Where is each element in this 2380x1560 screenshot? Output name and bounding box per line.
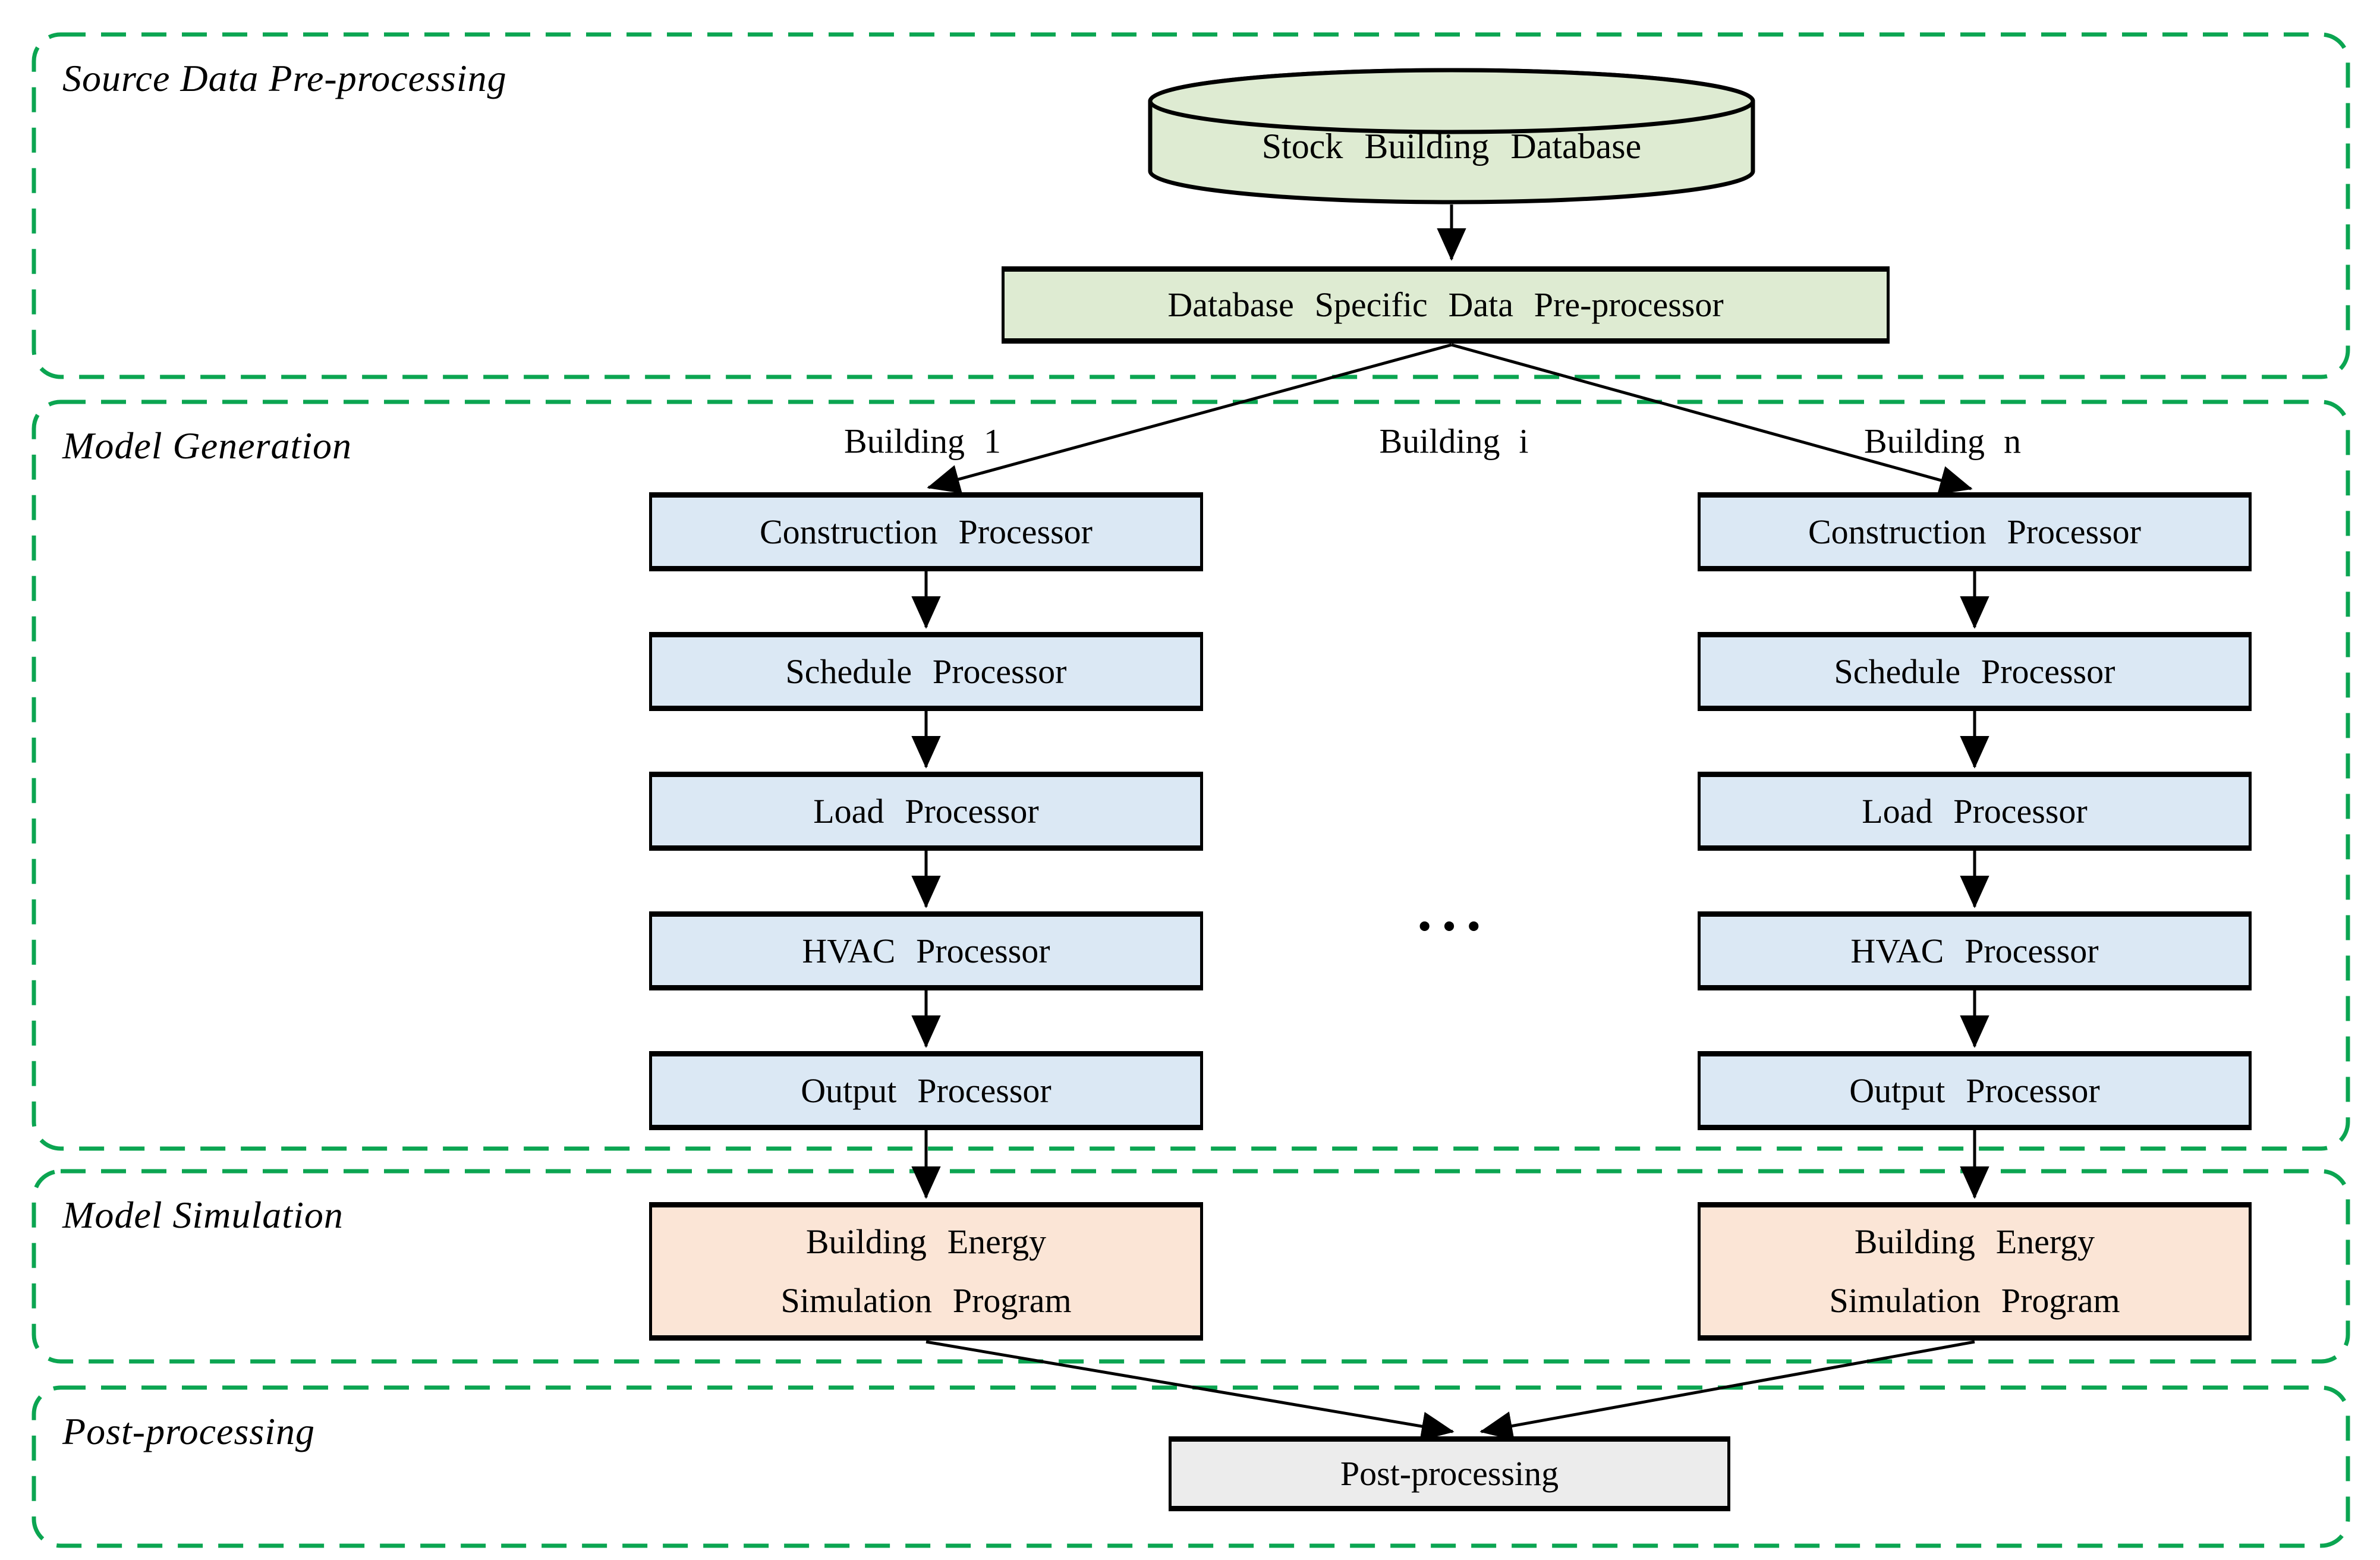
frame-model-simulation xyxy=(32,1169,2350,1364)
frame-source-data-preprocessing xyxy=(32,32,2350,379)
right-simulation-label-line2: Simulation Program xyxy=(1829,1281,2120,1320)
arrow-left-simulation-to-postprocessing xyxy=(925,1340,1455,1441)
left-hvac-processor-box: HVAC Processor xyxy=(649,911,1203,990)
left-building-energy-simulation-box: Building Energy Simulation Program xyxy=(649,1202,1203,1341)
right-building-energy-simulation-box: Building Energy Simulation Program xyxy=(1698,1202,2252,1341)
section-title-model-simulation: Model Simulation xyxy=(62,1194,344,1236)
branch-label-building-i: Building i xyxy=(1379,422,1529,461)
database-cylinder-label: Stock Building Database xyxy=(1261,127,1642,166)
preprocessor-box: Database Specific Data Pre-processor xyxy=(1002,266,1890,344)
arrow-right-simulation-to-postprocessing xyxy=(1479,1340,1975,1441)
right-hvac-processor-box: HVAC Processor xyxy=(1698,911,2252,990)
section-title-model-generation: Model Generation xyxy=(62,424,352,467)
right-output-processor-box: Output Processor xyxy=(1698,1051,2252,1130)
left-simulation-label-line2: Simulation Program xyxy=(780,1281,1072,1320)
branch-label-building-n: Building n xyxy=(1864,422,2021,461)
left-output-processor-box: Output Processor xyxy=(649,1051,1203,1130)
left-load-processor-box: Load Processor xyxy=(649,772,1203,851)
frame-model-generation xyxy=(32,400,2350,1151)
right-load-processor-box: Load Processor xyxy=(1698,772,2252,851)
arrow-preprocessor-to-right-chain xyxy=(1451,343,1973,495)
left-schedule-processor-box: Schedule Processor xyxy=(649,632,1203,711)
database-cylinder-icon xyxy=(1148,68,1755,205)
arrow-preprocessor-to-left-chain xyxy=(927,343,1452,494)
section-title-source-data-preprocessing: Source Data Pre-processing xyxy=(62,57,507,99)
left-construction-processor-box: Construction Processor xyxy=(649,492,1203,571)
left-simulation-label-line1: Building Energy xyxy=(805,1222,1047,1261)
branch-label-building-1: Building 1 xyxy=(844,422,1001,461)
post-processing-box: Post-processing xyxy=(1169,1436,1730,1511)
right-construction-processor-box: Construction Processor xyxy=(1698,492,2252,571)
right-schedule-processor-box: Schedule Processor xyxy=(1698,632,2252,711)
frame-post-processing xyxy=(32,1385,2350,1548)
right-simulation-label-line1: Building Energy xyxy=(1854,1222,2095,1261)
ellipsis-between-chains: ··· xyxy=(1414,893,1489,959)
section-title-post-processing: Post-processing xyxy=(62,1410,316,1452)
